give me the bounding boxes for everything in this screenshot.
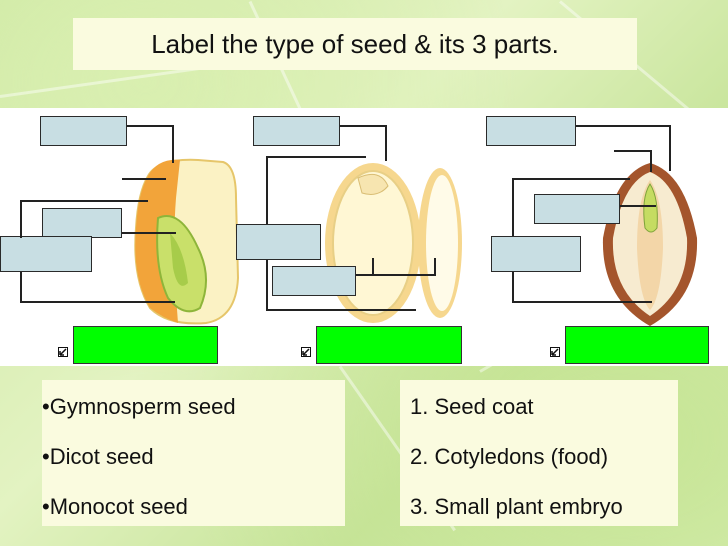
seed1-type-answer-box[interactable]	[73, 326, 218, 364]
connector-line	[576, 125, 670, 127]
seed2-label-box-1[interactable]	[253, 116, 340, 146]
connector-line	[20, 200, 22, 238]
connector-line	[127, 125, 173, 127]
seed3-label-box-1[interactable]	[486, 116, 576, 146]
connector-line	[512, 272, 514, 302]
connector-line	[20, 200, 148, 202]
connector-line	[266, 260, 268, 310]
connector-line	[372, 258, 374, 276]
pine-seed-illustration	[602, 163, 698, 326]
list-item: 3. Small plant embryo	[410, 494, 623, 519]
list-item: 2. Cotyledons (food)	[410, 444, 609, 469]
list-item: •Dicot seed	[42, 444, 154, 469]
seed-types-list: •Gymnosperm seed •Dicot seed •Monocot se…	[42, 380, 345, 526]
connector-line	[512, 301, 652, 303]
expand-marker-icon	[58, 347, 68, 357]
seed2-label-box-2[interactable]	[236, 224, 321, 260]
connector-line	[669, 125, 671, 171]
connector-line	[614, 150, 652, 152]
seed1-label-box-1[interactable]	[40, 116, 127, 146]
connector-line	[620, 205, 656, 207]
expand-marker-icon	[550, 347, 560, 357]
seed2-type-answer-box[interactable]	[316, 326, 462, 364]
seed-parts-list: 1. Seed coat 2. Cotyledons (food) 3. Sma…	[400, 380, 678, 526]
seed1-label-box-3[interactable]	[0, 236, 92, 272]
list-item: •Monocot seed	[42, 494, 188, 519]
connector-line	[512, 178, 514, 236]
diagram-panel	[0, 108, 728, 366]
list-item: 1. Seed coat	[410, 394, 534, 419]
seed3-type-answer-box[interactable]	[565, 326, 709, 364]
seed3-label-box-2[interactable]	[534, 194, 620, 224]
connector-line	[340, 125, 386, 127]
connector-line	[20, 272, 22, 302]
connector-line	[20, 301, 175, 303]
connector-line	[650, 150, 652, 172]
seed1-label-box-2[interactable]	[42, 208, 122, 238]
connector-line	[122, 232, 176, 234]
connector-line	[434, 258, 436, 276]
list-item: •Gymnosperm seed	[42, 394, 236, 419]
connector-line	[512, 178, 630, 180]
connector-line	[172, 125, 174, 163]
connector-line	[266, 309, 416, 311]
seed3-label-box-3[interactable]	[491, 236, 581, 272]
connector-line	[122, 178, 166, 180]
connector-line	[266, 156, 268, 224]
connector-line	[356, 274, 436, 276]
seed2-label-box-3[interactable]	[272, 266, 356, 296]
connector-line	[266, 156, 366, 158]
expand-marker-icon	[301, 347, 311, 357]
page-title: Label the type of seed & its 3 parts.	[73, 18, 637, 70]
bean-seed-illustration	[325, 163, 462, 323]
connector-line	[385, 125, 387, 161]
